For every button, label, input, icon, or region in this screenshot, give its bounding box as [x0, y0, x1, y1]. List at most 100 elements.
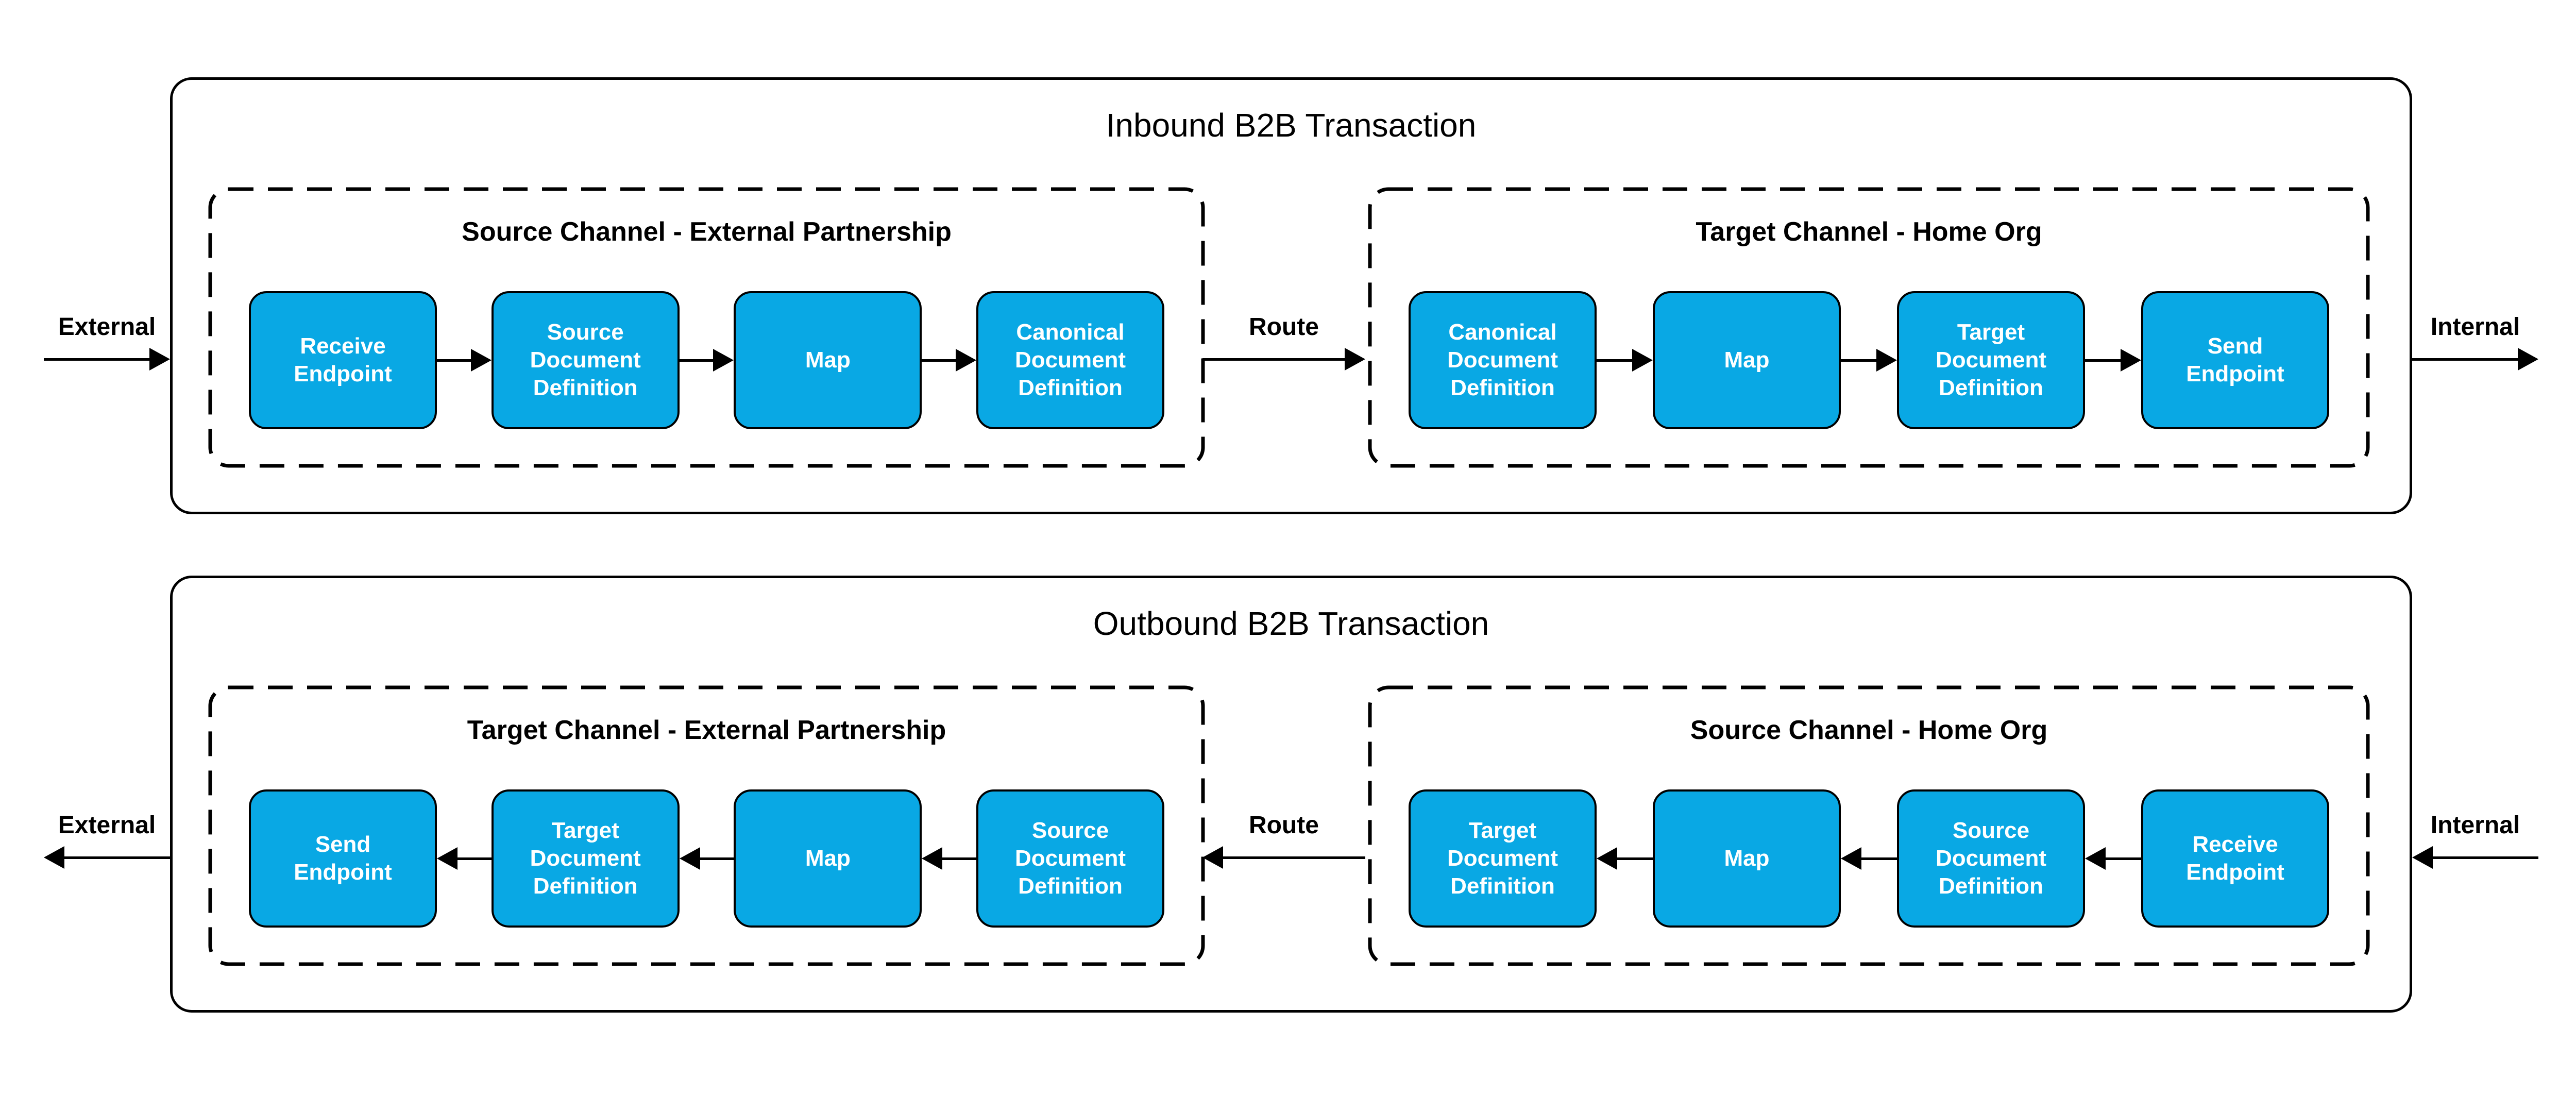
arrow-line	[922, 359, 956, 362]
flow-node: Source Document Definition	[491, 291, 680, 429]
arrow-line	[457, 857, 492, 860]
dashed-border-icon	[208, 187, 1205, 468]
flow-node: Canonical Document Definition	[1409, 291, 1597, 429]
flow-node: Receive Endpoint	[249, 291, 437, 429]
arrow-line	[1202, 358, 1345, 361]
dashed-border-icon	[1368, 685, 2370, 966]
node-label: Target Document Definition	[1447, 818, 1558, 899]
flow-node: Map	[1653, 291, 1841, 429]
arrowhead-icon	[2412, 846, 2433, 869]
arrow-left-icon	[44, 846, 170, 869]
arrow-right-icon	[1597, 349, 1653, 372]
flow-node: Map	[734, 291, 922, 429]
flow-node: Canonical Document Definition	[976, 291, 1165, 429]
arrowhead-icon	[1876, 349, 1897, 372]
connector-label: External	[58, 812, 156, 839]
arrowhead-icon	[1202, 846, 1223, 869]
arrow-line	[1223, 856, 1365, 859]
arrow-right-icon	[1202, 347, 1365, 371]
arrow-left-icon	[2412, 846, 2538, 869]
arrow-left-icon	[1202, 846, 1365, 869]
arrow-right-icon	[2412, 347, 2538, 371]
node-label: Receive Endpoint	[2186, 832, 2284, 885]
node-label: Target Document Definition	[530, 818, 641, 899]
flow-node: Map	[1653, 789, 1841, 928]
arrow-line	[44, 358, 149, 361]
arrowhead-icon	[437, 847, 457, 870]
connector-label: Route	[1249, 313, 1319, 341]
flow-node: Target Document Definition	[491, 789, 680, 928]
arrow-left-icon	[679, 847, 734, 870]
arrowhead-icon	[679, 847, 700, 870]
arrowhead-icon	[1632, 349, 1653, 372]
arrowhead-icon	[2085, 847, 2106, 870]
arrow-line	[2085, 359, 2121, 362]
channel-source-home: Source Channel - Home Org Target Documen…	[1368, 685, 2370, 966]
channel-title: Source Channel - Home Org	[1690, 715, 2048, 745]
route-outbound-connector: Route	[1202, 811, 1365, 869]
arrow-line	[700, 857, 734, 860]
flow-node: Map	[734, 789, 922, 928]
arrow-left-icon	[437, 847, 492, 870]
arrow-left-icon	[2085, 847, 2141, 870]
arrowhead-icon	[922, 847, 943, 870]
panel-outbound: Outbound B2B Transaction Target Channel …	[170, 576, 2412, 1013]
channel-source-external: Source Channel - External Partnership Re…	[208, 187, 1205, 468]
arrow-line	[679, 359, 714, 362]
arrow-line	[2412, 358, 2518, 361]
connector-label: External	[58, 313, 156, 341]
flow-node: Receive Endpoint	[2141, 789, 2329, 928]
arrow-line	[1861, 857, 1897, 860]
arrowhead-icon	[956, 349, 977, 372]
node-label: Source Document Definition	[1014, 818, 1126, 899]
node-label: Canonical Document Definition	[1447, 319, 1558, 400]
external-outbound-connector: External	[44, 811, 170, 869]
flow-node: Source Document Definition	[976, 789, 1165, 928]
arrow-right-icon	[922, 349, 977, 372]
node-label: Source Document Definition	[530, 319, 641, 400]
channel-target-external: Target Channel - External Partnership Se…	[208, 685, 1205, 966]
node-label: Source Document Definition	[1935, 818, 2047, 899]
arrowhead-icon	[2518, 348, 2538, 371]
arrow-line	[1841, 359, 1876, 362]
channel-flow: Send Endpoint Target Document Definition…	[249, 789, 1165, 928]
arrowhead-icon	[713, 349, 734, 372]
internal-outbound-connector: Internal	[2412, 811, 2538, 869]
arrow-right-icon	[2085, 349, 2141, 372]
external-inbound-connector: External	[44, 313, 170, 371]
node-label: Map	[1724, 846, 1770, 871]
flow-node: Target Document Definition	[1897, 291, 2085, 429]
panel-title: Outbound B2B Transaction	[1093, 605, 1489, 642]
arrowhead-icon	[2121, 349, 2141, 372]
node-label: Target Document Definition	[1935, 319, 2047, 400]
arrow-line	[1597, 359, 1632, 362]
channel-flow: Receive Endpoint Source Document Definit…	[249, 291, 1165, 429]
arrow-line	[942, 857, 977, 860]
arrow-right-icon	[679, 349, 734, 372]
arrow-left-icon	[922, 847, 977, 870]
arrow-right-icon	[437, 349, 492, 372]
connector-label: Route	[1249, 812, 1319, 839]
flow-node: Source Document Definition	[1897, 789, 2085, 928]
arrowhead-icon	[44, 846, 64, 869]
node-label: Canonical Document Definition	[1014, 319, 1126, 400]
flow-node: Send Endpoint	[2141, 291, 2329, 429]
internal-inbound-connector: Internal	[2412, 313, 2538, 371]
arrowhead-icon	[149, 348, 170, 371]
connector-label: Internal	[2430, 313, 2520, 341]
node-label: Send Endpoint	[294, 832, 392, 885]
arrowhead-icon	[1597, 847, 1617, 870]
flow-node: Target Document Definition	[1409, 789, 1597, 928]
arrow-line	[437, 359, 471, 362]
arrow-line	[2433, 856, 2538, 859]
arrow-line	[2106, 857, 2141, 860]
arrowhead-icon	[470, 349, 492, 372]
arrow-right-icon	[1841, 349, 1897, 372]
arrowhead-icon	[1841, 847, 1861, 870]
channel-flow: Canonical Document Definition Map Target…	[1409, 291, 2329, 429]
dashed-border-icon	[208, 685, 1205, 966]
connector-label: Internal	[2430, 812, 2520, 839]
channel-title: Target Channel - Home Org	[1696, 217, 2042, 247]
arrow-left-icon	[1597, 847, 1653, 870]
